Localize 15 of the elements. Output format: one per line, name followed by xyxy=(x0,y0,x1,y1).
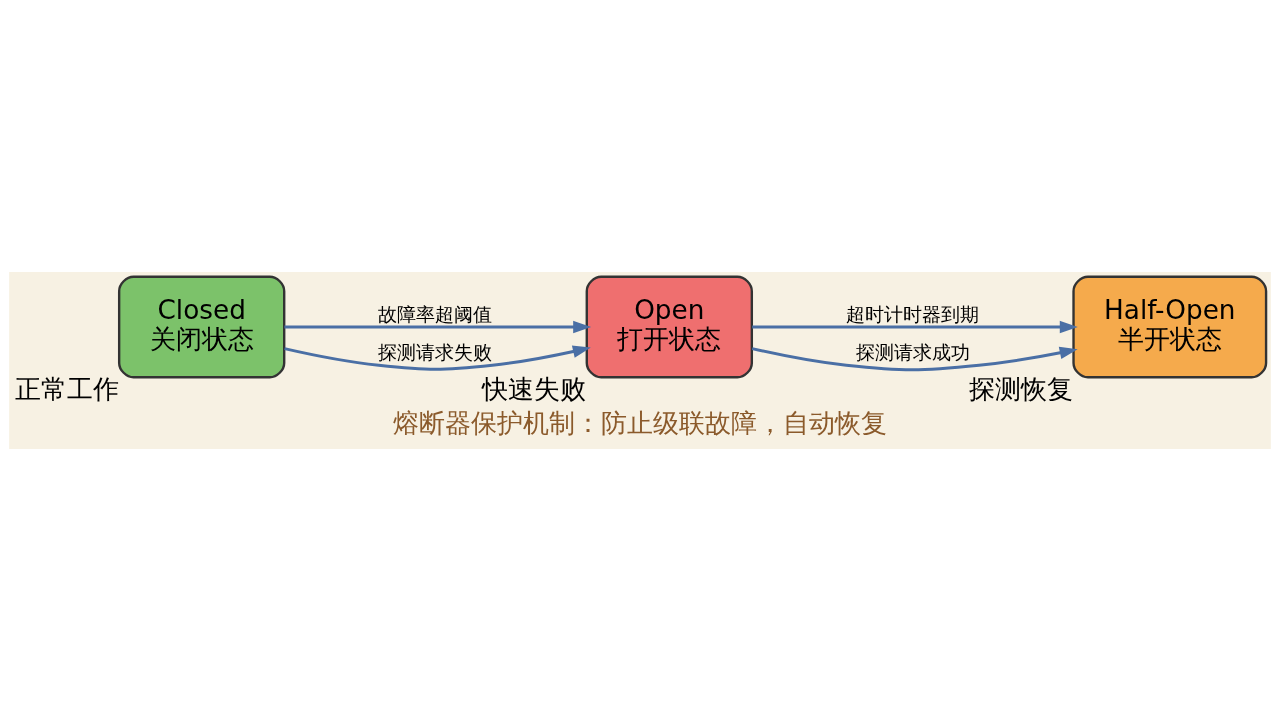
node-box: Open 打开状态 xyxy=(585,275,753,378)
edge-label: 探测请求成功 xyxy=(855,340,970,364)
node-label: 正常工作 xyxy=(14,373,119,404)
node-label: 探测恢复 xyxy=(968,373,1073,404)
arrow xyxy=(284,320,592,333)
edge-label: 探测请求失败 xyxy=(378,340,493,364)
edge-label: 超时计时器到期 xyxy=(846,302,980,326)
arrow xyxy=(284,344,591,371)
edge-label: 故障率超阈值 xyxy=(378,302,493,326)
arrow xyxy=(751,346,1078,371)
arrow xyxy=(752,320,1078,333)
node-label: 快速失败 xyxy=(482,373,587,404)
node-box: Closed 关闭状态 xyxy=(117,275,286,378)
caption: 熔断器保护机制：防止级联故障，自动恢复 xyxy=(393,407,887,438)
node-box: Half-Open 半开状态 xyxy=(1072,275,1268,378)
